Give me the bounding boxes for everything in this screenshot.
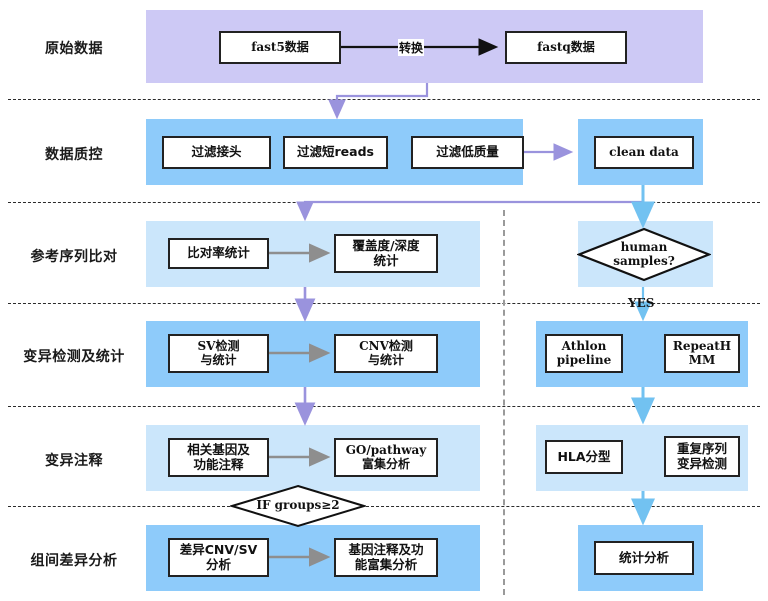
decision-human-samples-line1: human	[620, 240, 668, 255]
node-sv-detection-line2: 与统计	[200, 352, 237, 367]
node-diff-cnv-sv-analysis-line2: 分析	[205, 556, 231, 572]
row-label-annotation: 变异注释	[45, 453, 103, 469]
node-diff-cnv-sv-analysis-line1: 差异CNV/SV	[179, 542, 258, 558]
decision-human-samples[interactable]: human samples?	[577, 227, 711, 282]
row-divider-5b	[366, 506, 760, 507]
node-go-pathway-enrichment-line1: GO/pathway	[345, 442, 427, 457]
node-cnv-detection-line2: 与统计	[367, 352, 404, 367]
node-go-pathway-enrichment-line2: 富集分析	[361, 456, 410, 471]
node-go-pathway-enrichment[interactable]: GO/pathway 富集分析	[334, 438, 438, 477]
node-gene-annotation-enrichment-line2: 能富集分析	[354, 556, 418, 572]
node-hla-typing[interactable]: HLA分型	[545, 440, 623, 474]
node-gene-annotation-enrichment[interactable]: 基因注释及功 能富集分析	[334, 538, 438, 577]
node-coverage-depth-stat-line1: 覆盖度/深度	[352, 238, 420, 254]
row-label-alignment: 参考序列比对	[30, 249, 118, 265]
node-statistical-analysis[interactable]: 统计分析	[594, 541, 694, 575]
node-repeathmm[interactable]: RepeatH MM	[664, 334, 740, 373]
node-diff-cnv-sv-analysis[interactable]: 差异CNV/SV 分析	[168, 538, 269, 577]
decision-if-groups[interactable]: IF groups≥2	[230, 484, 366, 528]
node-athlon-pipeline-line2: pipeline	[556, 352, 612, 367]
row-divider-4	[8, 406, 760, 407]
edge-label-convert: 转换	[398, 39, 425, 56]
node-sv-detection[interactable]: SV检测 与统计	[168, 334, 269, 373]
node-gene-annotation-enrichment-line1: 基因注释及功	[348, 542, 424, 558]
node-filter-short-reads[interactable]: 过滤短reads	[283, 136, 388, 169]
node-coverage-depth-stat-line2: 统计	[373, 252, 399, 268]
node-clean-data[interactable]: clean data	[594, 136, 694, 169]
node-repeat-sequence-variation-line1: 重复序列	[676, 441, 727, 457]
node-filter-adapter[interactable]: 过滤接头	[162, 136, 271, 169]
node-coverage-depth-stat[interactable]: 覆盖度/深度 统计	[334, 234, 438, 273]
row-divider-3	[8, 303, 760, 304]
decision-human-samples-line2: samples?	[613, 253, 675, 268]
node-related-gene-annotation-line2: 功能注释	[193, 456, 244, 472]
row-label-group-diff: 组间差异分析	[30, 553, 118, 569]
node-filter-low-quality[interactable]: 过滤低质量	[411, 136, 524, 169]
node-athlon-pipeline[interactable]: Athlon pipeline	[545, 334, 623, 373]
node-repeat-sequence-variation-line2: 变异检测	[676, 455, 727, 471]
node-cnv-detection[interactable]: CNV检测 与统计	[334, 334, 438, 373]
node-cnv-detection-line1: CNV检测	[359, 338, 413, 353]
row-divider-1	[8, 99, 760, 100]
node-fast5-data[interactable]: fast5数据	[219, 31, 341, 64]
row-label-raw-data: 原始数据	[45, 41, 103, 57]
column-separator	[503, 210, 505, 595]
row-divider-5a	[8, 506, 230, 507]
row-label-variant-calling: 变异检测及统计	[23, 349, 125, 365]
node-repeat-sequence-variation[interactable]: 重复序列 变异检测	[664, 436, 740, 477]
node-alignment-rate-stat[interactable]: 比对率统计	[168, 238, 269, 269]
node-related-gene-annotation-line1: 相关基因及	[187, 442, 250, 458]
row-label-qc: 数据质控	[45, 147, 103, 163]
row-divider-2	[8, 202, 760, 203]
node-repeathmm-line2: MM	[688, 352, 716, 367]
node-related-gene-annotation[interactable]: 相关基因及 功能注释	[168, 438, 269, 477]
edge-label-yes: YES	[628, 296, 655, 310]
node-fastq-data[interactable]: fastq数据	[505, 31, 627, 64]
node-sv-detection-line1: SV检测	[197, 338, 240, 353]
decision-if-groups-text: IF groups≥2	[256, 498, 340, 513]
node-repeathmm-line1: RepeatH	[672, 338, 732, 353]
decision-human-samples-text: human samples?	[613, 240, 675, 268]
node-athlon-pipeline-line1: Athlon	[561, 338, 607, 353]
